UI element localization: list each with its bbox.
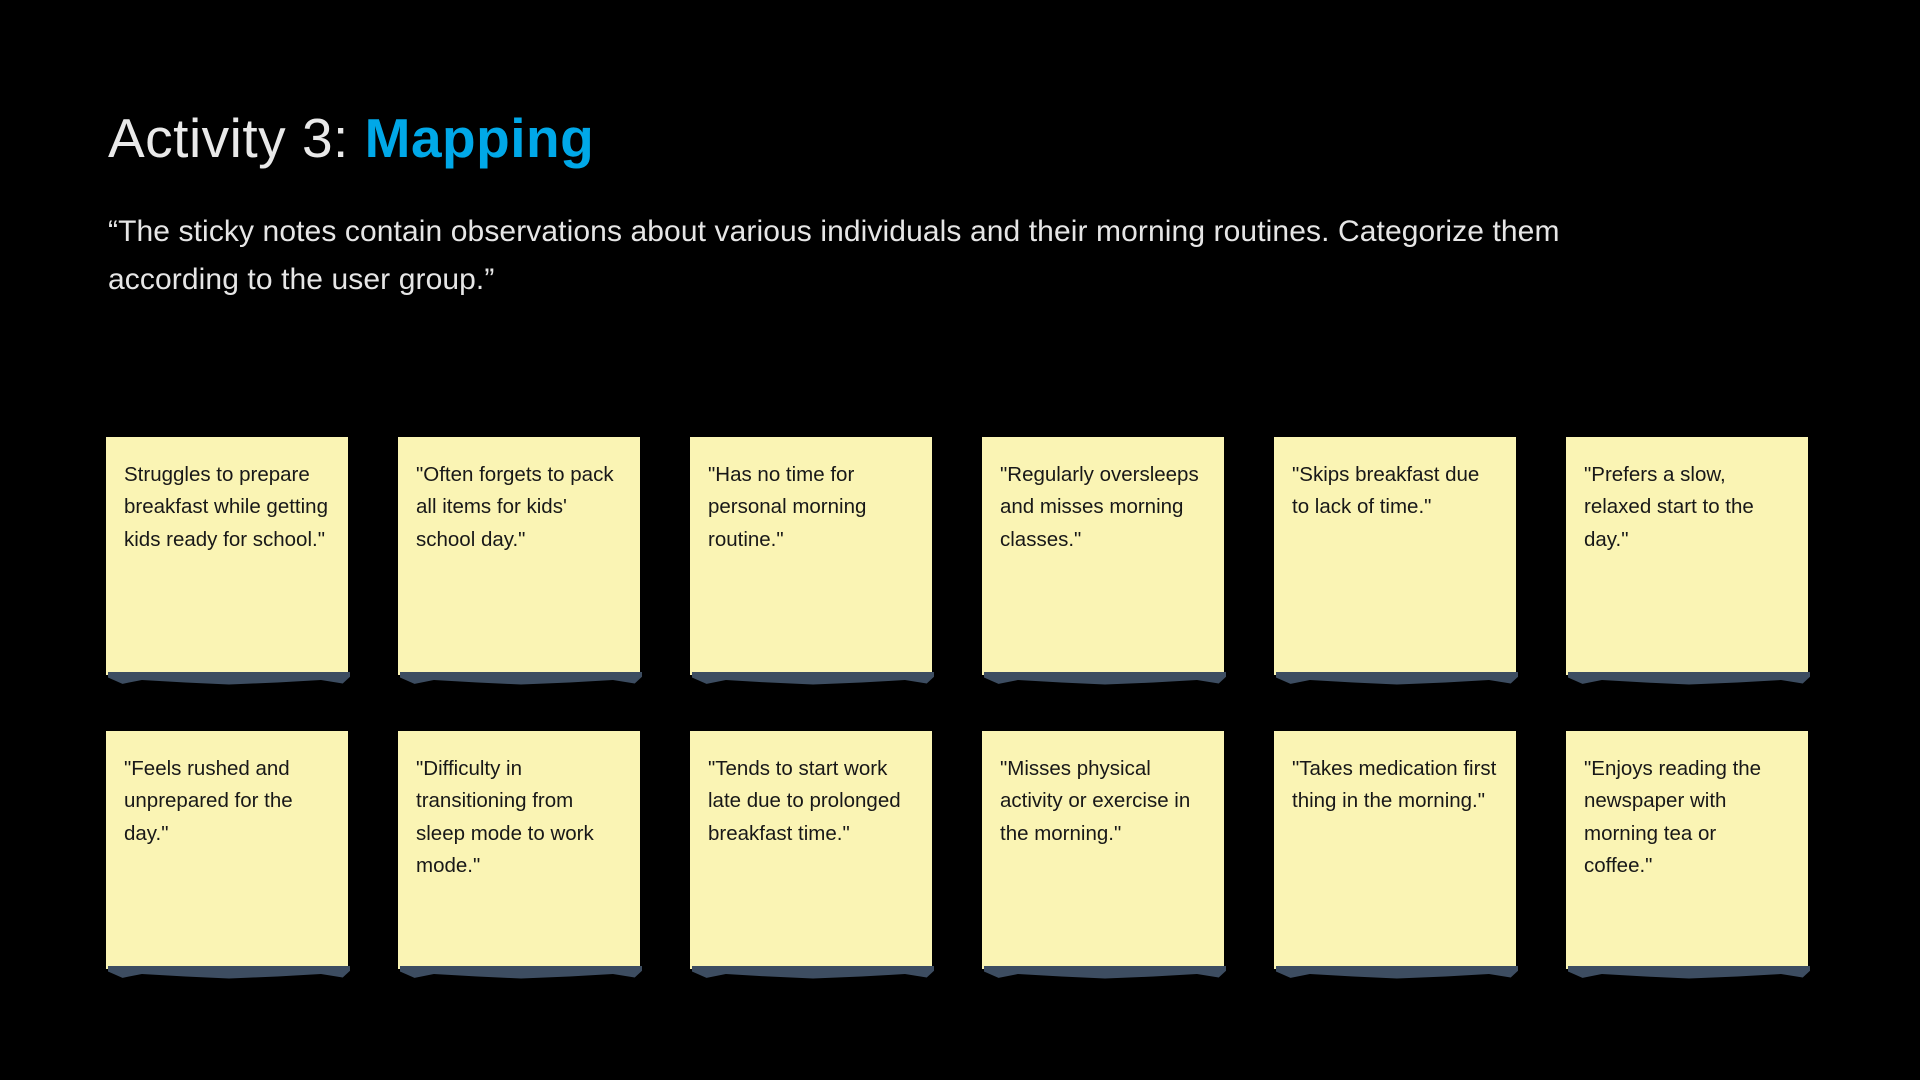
page-title-accent: Mapping: [364, 107, 595, 169]
sticky-note[interactable]: Struggles to prepare breakfast while get…: [106, 437, 348, 675]
sticky-note[interactable]: "Often forgets to pack all items for kid…: [398, 437, 640, 675]
sticky-note-text: "Often forgets to pack all items for kid…: [416, 463, 620, 551]
page-title: Activity 3: Mapping: [108, 107, 1828, 170]
sticky-note-text: "Takes medication first thing in the mor…: [1292, 757, 1503, 813]
sticky-note[interactable]: "Skips breakfast due to lack of time.": [1274, 437, 1516, 675]
page-title-static: Activity 3:: [108, 107, 365, 169]
sticky-note[interactable]: "Takes medication first thing in the mor…: [1274, 731, 1516, 969]
sticky-note-text: "Tends to start work late due to prolong…: [708, 757, 907, 845]
sticky-note-text: "Difficulty in transitioning from sleep …: [416, 757, 600, 878]
sticky-note[interactable]: "Difficulty in transitioning from sleep …: [398, 731, 640, 969]
sticky-note[interactable]: "Has no time for personal morning routin…: [690, 437, 932, 675]
sticky-note-text: "Skips breakfast due to lack of time.": [1292, 463, 1486, 519]
sticky-note[interactable]: "Tends to start work late due to prolong…: [690, 731, 932, 969]
sticky-note-text: "Has no time for personal morning routin…: [708, 463, 873, 551]
sticky-note[interactable]: "Misses physical activity or exercise in…: [982, 731, 1224, 969]
sticky-note-text: "Regularly oversleeps and misses morning…: [1000, 463, 1205, 551]
sticky-note[interactable]: "Prefers a slow, relaxed start to the da…: [1566, 437, 1808, 675]
sticky-note[interactable]: "Feels rushed and unprepared for the day…: [106, 731, 348, 969]
sticky-note-text: "Prefers a slow, relaxed start to the da…: [1584, 463, 1760, 551]
sticky-note[interactable]: "Regularly oversleeps and misses morning…: [982, 437, 1224, 675]
sticky-notes-grid: Struggles to prepare breakfast while get…: [106, 437, 1818, 969]
sticky-note[interactable]: "Enjoys reading the newspaper with morni…: [1566, 731, 1808, 969]
sticky-note-text: "Misses physical activity or exercise in…: [1000, 757, 1196, 845]
sticky-note-text: Struggles to prepare breakfast while get…: [124, 463, 334, 551]
sticky-note-text: "Enjoys reading the newspaper with morni…: [1584, 757, 1767, 878]
slide-header: Activity 3: Mapping “The sticky notes co…: [108, 107, 1828, 305]
page-subtitle: “The sticky notes contain observations a…: [108, 214, 1560, 297]
sticky-note-text: "Feels rushed and unprepared for the day…: [124, 757, 299, 845]
